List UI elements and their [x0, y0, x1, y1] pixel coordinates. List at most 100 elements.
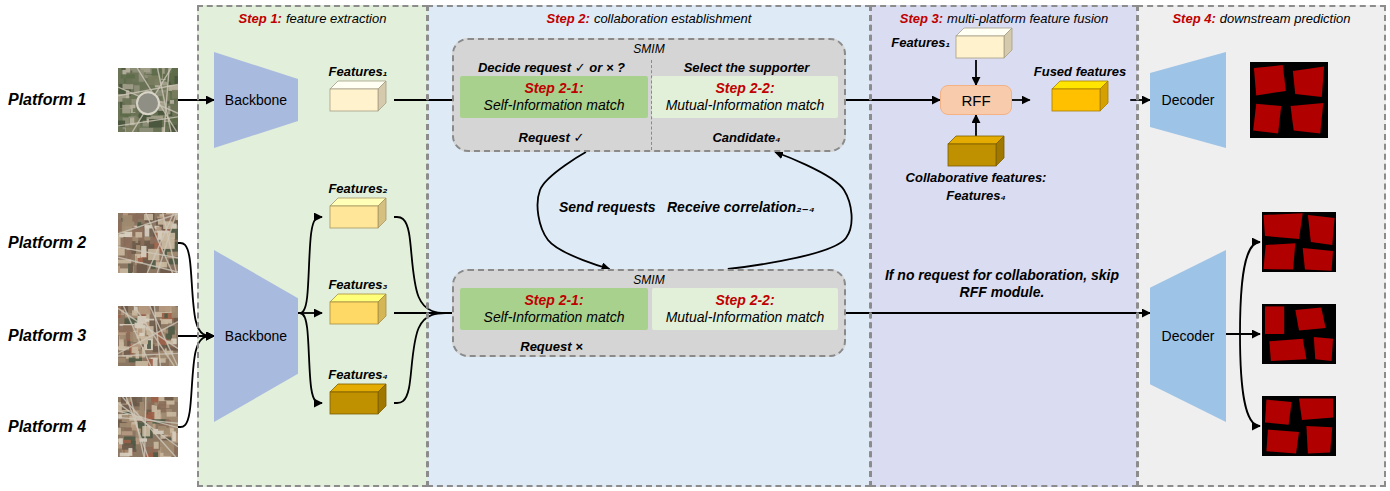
feature-cube: Fused features — [1030, 63, 1130, 113]
substep-title: Mutual-Information match — [666, 309, 825, 326]
panel-fill — [1137, 5, 1386, 487]
image-block — [118, 426, 121, 434]
image-street — [118, 308, 178, 348]
image-street — [118, 117, 178, 126]
building-mask — [1254, 65, 1286, 95]
image-block — [127, 249, 131, 260]
image-street — [164, 68, 169, 132]
connector-arrow — [975, 115, 977, 136]
cube-top — [330, 294, 386, 302]
image-block — [168, 326, 175, 334]
image-block — [118, 220, 122, 232]
match-box: Step 2-2:Mutual-Information match — [652, 76, 838, 118]
image-block — [165, 397, 173, 400]
panel-fill — [427, 5, 871, 487]
cube-side — [1100, 81, 1108, 111]
image-block — [122, 98, 131, 105]
platform-input: Platform 4 — [4, 397, 178, 457]
building-mask — [1299, 398, 1333, 420]
cube-top — [1052, 81, 1108, 89]
step-title: collaboration establishment — [594, 11, 752, 26]
step-title: feature extraction — [286, 11, 386, 26]
step-panel: Step 1:feature extractionBackboneFeature… — [197, 5, 428, 487]
building-mask — [1253, 104, 1281, 134]
backbone-trapezoid: Backbone — [214, 52, 298, 148]
image-street — [118, 214, 178, 234]
cube-front — [330, 302, 378, 324]
connector-arrow — [394, 217, 452, 313]
image-street — [146, 213, 173, 273]
image-block — [164, 313, 167, 318]
image-block — [135, 361, 148, 366]
image-block — [119, 234, 130, 237]
feature-label: Features₄ — [328, 366, 387, 384]
image-ground — [118, 68, 178, 132]
module-title: SMIM — [454, 42, 844, 56]
image-street — [118, 403, 178, 447]
connector-arrow — [1012, 99, 1030, 101]
platform-label: Platform 4 — [8, 418, 86, 436]
node-label: Decoder — [1162, 92, 1215, 108]
step-number: Step 3: — [900, 11, 943, 26]
decoder-trapezoid: Decoder — [1150, 250, 1226, 422]
node-label: RFF — [961, 92, 990, 109]
feature-cube: Features₂ — [322, 180, 394, 230]
image-block — [141, 239, 145, 246]
substep-title: Self-Information match — [484, 97, 625, 114]
connector-arrow — [178, 243, 214, 336]
image-block — [137, 254, 140, 258]
image-block — [122, 68, 126, 70]
connector-arrow — [846, 99, 940, 101]
cube-top — [956, 28, 1012, 36]
trapezoid-shape — [1150, 250, 1226, 422]
building-mask — [1308, 215, 1335, 245]
image-block — [135, 232, 142, 237]
image-street — [118, 87, 178, 113]
match-box: Step 2-1:Self-Information match — [460, 288, 648, 330]
building-mask — [1295, 308, 1325, 331]
cube-outline — [330, 384, 386, 414]
step-title: multi-platform feature fusion — [947, 11, 1108, 26]
node-label: Backbone — [225, 328, 287, 344]
cube-side — [996, 136, 1004, 166]
substep-number: Step 2-2: — [715, 292, 774, 309]
image-block — [132, 347, 138, 353]
connector-arrow — [394, 313, 452, 403]
decoder-trapezoid: Decoder — [1150, 52, 1226, 148]
feature-label: Features₁ — [329, 63, 388, 81]
node-label: Backbone — [225, 92, 287, 108]
cube-side — [378, 384, 386, 414]
image-ground — [118, 306, 178, 366]
cube-side — [378, 81, 386, 111]
image-block — [134, 85, 140, 95]
connector-arrow — [846, 312, 1150, 314]
image-block — [120, 423, 133, 427]
mask-image — [1262, 212, 1336, 272]
module-title: SMIM — [454, 273, 844, 287]
connector-arrow — [298, 313, 322, 403]
image-block — [167, 412, 177, 417]
building-mask — [1314, 337, 1333, 361]
image-block — [131, 221, 134, 227]
step-title: downstream prediction — [1220, 11, 1351, 26]
platform-label: Platform 2 — [8, 234, 86, 252]
mask-ground — [1262, 304, 1336, 364]
image-street — [126, 397, 148, 457]
cube-front — [956, 36, 1004, 58]
image-block — [122, 84, 133, 89]
feature-cube: Features₃ — [322, 276, 394, 326]
building-mask — [1266, 430, 1299, 454]
smim-module: SMIMDecide request ✓ or × ?Select the su… — [452, 38, 846, 152]
substep-number: Step 2-1: — [524, 80, 583, 97]
image-street — [145, 397, 146, 457]
image-block — [172, 90, 178, 99]
platform-label: Platform 1 — [8, 91, 86, 109]
satellite-image — [118, 397, 178, 457]
smim-module: SMIMRequest ×Step 2-1:Self-Information m… — [452, 269, 846, 357]
feature-cube: Features₁ — [880, 26, 1012, 60]
module-note: Request ✓ — [454, 129, 649, 146]
image-block — [118, 266, 120, 273]
image-block — [133, 108, 137, 112]
image-block — [151, 397, 159, 402]
building-mask — [1265, 306, 1284, 334]
